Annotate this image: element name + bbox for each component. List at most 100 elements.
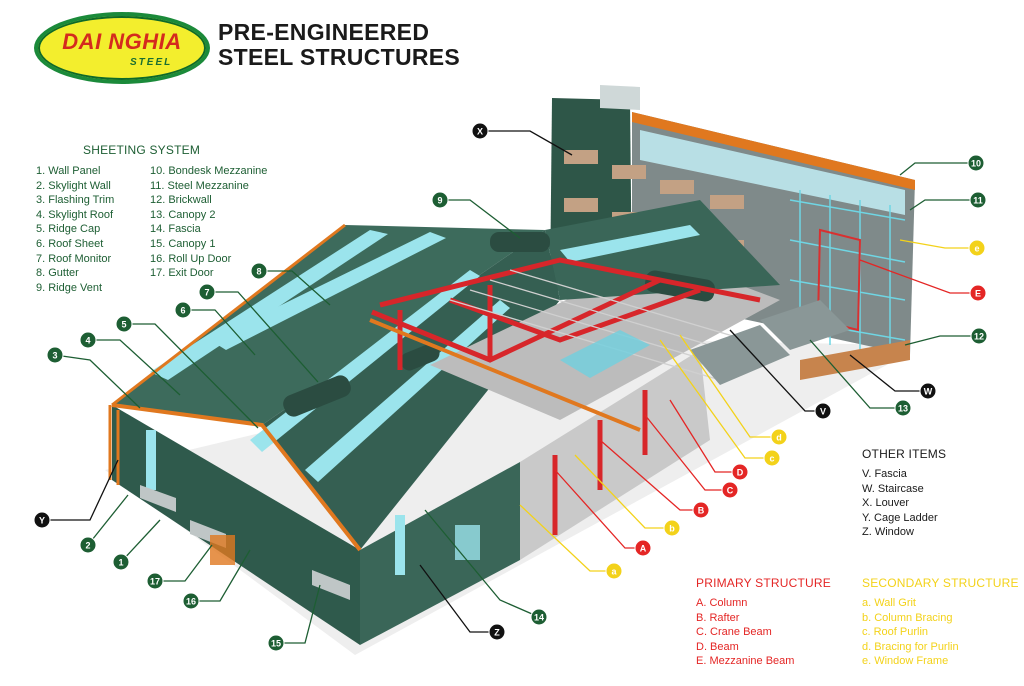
callout-badge-label: 2 — [85, 541, 90, 551]
callout-badge-circle — [634, 539, 652, 557]
callout-badge-A: A — [634, 539, 652, 557]
callout-badge-label: c — [769, 454, 774, 464]
callout-badge-circle — [79, 536, 97, 554]
callout-badge-label: X — [477, 127, 483, 137]
legend-item: 14. Fascia — [150, 223, 201, 236]
sheeting-legend-column-2: 10. Bondesk Mezzanine 11. Steel Mezzanin… — [150, 164, 267, 281]
callout-badge-e: e — [968, 239, 986, 257]
legend-item: 13. Canopy 2 — [150, 208, 216, 221]
callout-badge-label: 5 — [121, 320, 126, 330]
legend-item: X. Louver — [862, 497, 910, 510]
callout-badge-label: 6 — [180, 306, 185, 316]
callout-badge-circle — [174, 301, 192, 319]
callout-badge-label: 16 — [186, 597, 196, 607]
callout-badge-D: D — [731, 463, 749, 481]
callout-badge-label: D — [737, 468, 744, 478]
callout-badge-5: 5 — [115, 315, 133, 333]
callout-badge-17: 17 — [146, 572, 164, 590]
callout-badge-circle — [721, 481, 739, 499]
logo-oval — [34, 12, 210, 84]
callout-badge-label: Z — [494, 628, 500, 638]
callout-badge-d: d — [770, 428, 788, 446]
legend-item: c. Roof Purlin — [862, 626, 929, 639]
callout-badge-label: W — [924, 387, 933, 397]
callout-badge-circle — [967, 154, 985, 172]
callout-badge-label: Y — [39, 516, 45, 526]
callout-badge-C: C — [721, 481, 739, 499]
callout-badge-label: 15 — [271, 639, 281, 649]
callout-badge-circle — [33, 511, 51, 529]
legend-item: d. Bracing for Purlin — [862, 640, 959, 653]
legend-item: V. Fascia — [862, 468, 907, 480]
callout-badge-circle — [692, 501, 710, 519]
callout-badge-W: W — [919, 382, 937, 400]
callout-badge-label: 8 — [256, 267, 261, 277]
leader-lines — [42, 130, 979, 644]
callout-badge-label: 4 — [85, 336, 90, 346]
callout-badge-label: 14 — [534, 613, 544, 623]
callout-badge-circle — [182, 592, 200, 610]
callout-badge-E: E — [969, 284, 987, 302]
legend-item: 12. Brickwall — [150, 194, 212, 207]
callout-badge-3: 3 — [46, 346, 64, 364]
callout-badge-label: E — [975, 289, 981, 299]
heading-line-1: PRE-ENGINEERED — [218, 19, 430, 45]
callout-badge-16: 16 — [182, 592, 200, 610]
callout-badge-circle — [731, 463, 749, 481]
legend-item: B. Rafter — [696, 611, 740, 624]
legend-item: 2. Skylight Wall — [36, 179, 111, 192]
callout-badge-c: c — [763, 449, 781, 467]
callout-badge-11: 11 — [969, 191, 987, 209]
callout-badge-8: 8 — [250, 262, 268, 280]
callout-badge-circle — [471, 122, 489, 140]
callout-badge-15: 15 — [267, 634, 285, 652]
callout-badge-label: 1 — [118, 558, 123, 568]
callout-badge-label: 11 — [973, 196, 983, 206]
legend-item: 16. Roll Up Door — [150, 252, 232, 265]
callout-badge-B: B — [692, 501, 710, 519]
callout-badge-label: 3 — [52, 351, 57, 361]
logo-brand-text: DAI NGHIA — [62, 29, 182, 54]
callout-badge-12: 12 — [970, 327, 988, 345]
primary-structure-legend: A. Column B. Rafter C. Crane Beam D. Bea… — [696, 596, 794, 669]
callout-badge-4: 4 — [79, 331, 97, 349]
legend-item: D. Beam — [696, 640, 739, 653]
legend-item: 9. Ridge Vent — [36, 281, 103, 294]
callout-badge-label: a — [611, 567, 617, 577]
callout-badge-circle — [919, 382, 937, 400]
callout-badge-label: e — [974, 244, 979, 254]
callout-badge-label: A — [640, 544, 647, 554]
callout-badge-circle — [112, 553, 130, 571]
legend-item: a. Wall Grit — [862, 597, 916, 609]
legend-item: W. Staircase — [862, 482, 924, 495]
callout-badge-circle — [146, 572, 164, 590]
company-logo: DAI NGHIA STEEL — [34, 12, 210, 84]
callout-badge-label: 13 — [898, 404, 908, 414]
heading-line-2: STEEL STRUCTURES — [218, 44, 461, 70]
legend-item: 17. Exit Door — [150, 267, 214, 280]
legend-item: 11. Steel Mezzanine — [150, 179, 249, 192]
other-items-legend: V. Fascia W. Staircase X. Louver Y. Cage… — [862, 467, 938, 540]
callout-badge-Y: Y — [33, 511, 51, 529]
callout-badge-label: 9 — [437, 196, 442, 206]
callout-badge-9: 9 — [431, 191, 449, 209]
callout-badge-7: 7 — [198, 283, 216, 301]
callout-badge-circle — [605, 562, 623, 580]
legend-item: e. Window Frame — [862, 655, 949, 668]
legend-item: 10. Bondesk Mezzanine — [150, 165, 268, 177]
callout-badge-14: 14 — [530, 608, 548, 626]
callout-badge-circle — [970, 327, 988, 345]
callout-badge-label: B — [698, 506, 705, 516]
secondary-structure-legend-title: SECONDARY STRUCTURE — [862, 576, 1019, 590]
callout-badge-circle — [814, 402, 832, 420]
callout-badge-2: 2 — [79, 536, 97, 554]
legend-item: 8. Gutter — [36, 267, 79, 280]
callout-badge-V: V — [814, 402, 832, 420]
callout-badge-label: d — [776, 433, 782, 443]
callout-badge-Z: Z — [488, 623, 506, 641]
legend-item: 1. Wall Panel — [36, 165, 101, 177]
legend-item: C. Crane Beam — [696, 626, 772, 639]
legend-item: b. Column Bracing — [862, 611, 953, 624]
